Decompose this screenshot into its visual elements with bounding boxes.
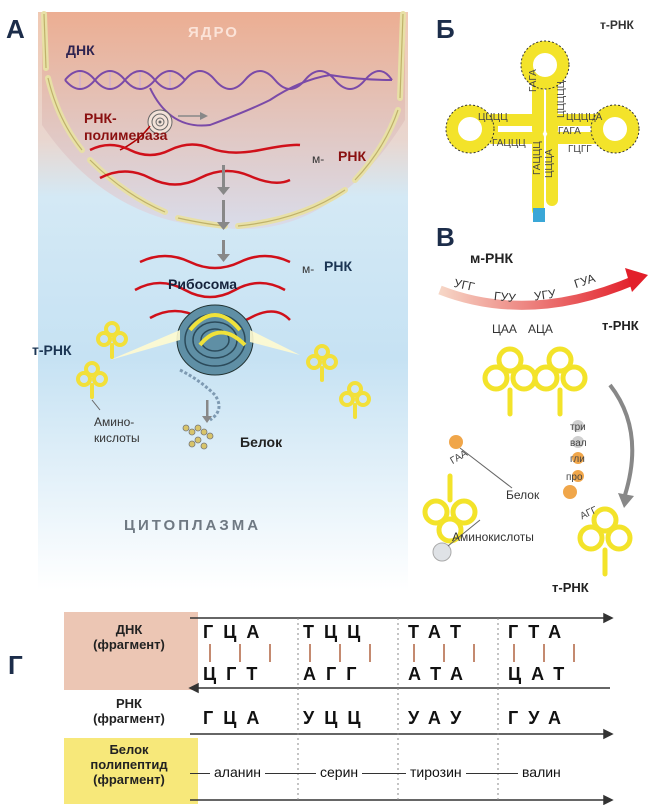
ribosome-icon <box>177 305 253 375</box>
protein-fragment-label: Белок полипептид (фрагмент) <box>68 742 190 787</box>
mrna-prefix-cytoplasm: м- <box>302 262 314 276</box>
trna-cloverleaf-diagram <box>440 40 650 230</box>
trna-code-1: ГАГА <box>528 69 539 92</box>
dna-top-triplet-1: ГЦА <box>203 622 269 643</box>
nucleus-label: ЯДРО <box>188 24 239 41</box>
aa-name-2: вал <box>570 438 587 449</box>
dna-bottom-triplet-1: ЦГТ <box>203 664 267 685</box>
panel-v-letter: В <box>436 222 455 253</box>
dna-label: ДНК <box>66 42 95 58</box>
trna-label-a: т-РНК <box>32 342 72 358</box>
trna-code-8: ГАЦЦЦ <box>532 141 543 175</box>
ribosome-label: Рибосома <box>168 276 237 292</box>
protein-label-a: Белок <box>240 434 282 450</box>
dna-bottom-triplet-3: АТА <box>408 664 473 685</box>
amino-acid-2: серин <box>316 764 362 780</box>
panel-a-letter: А <box>6 14 25 45</box>
cytoplasm-label: ЦИТОПЛАЗМА <box>124 517 261 534</box>
dna-top-triplet-2: ТЦЦ <box>303 622 370 643</box>
rna-triplet-4: ГУА <box>508 708 571 729</box>
anticodon-1: ЦАА <box>492 322 517 336</box>
dna-bottom-triplet-2: АГГ <box>303 664 366 685</box>
rna-triplet-3: УАУ <box>408 708 471 729</box>
mrna-label-nucleus: РНК <box>338 148 366 164</box>
trna-code-7: ГЦГГ <box>568 144 592 155</box>
amino-acid-bead-1 <box>449 435 463 449</box>
amino-acids-label-a: Амино- кислоты <box>94 414 140 446</box>
aa-name-3: гли <box>570 454 585 465</box>
trna-label-b: т-РНК <box>600 18 634 32</box>
mrna-prefix-nucleus: м- <box>312 152 324 166</box>
aa-name-4: про <box>566 472 583 483</box>
base-pair-ticks <box>210 644 574 662</box>
dna-top-triplet-3: ТАТ <box>408 622 471 643</box>
protein-label-v: Белок <box>506 488 539 502</box>
dna-bottom-triplet-4: ЦАТ <box>508 664 574 685</box>
rna-fragment-label: РНК (фрагмент) <box>68 696 190 726</box>
aa-name-1: три <box>570 422 586 433</box>
trna-label-v-top: т-РНК <box>602 318 639 333</box>
anticodon-2: АЦА <box>528 322 553 336</box>
curved-arrow <box>610 385 632 495</box>
trna-code-3: ЦЦЦЦ <box>478 112 508 123</box>
dna-fragment-label: ДНК (фрагмент) <box>68 622 190 652</box>
codon-3: УГУ <box>533 287 556 304</box>
mrna-label-cytoplasm: РНК <box>324 258 352 274</box>
amino-acid-1: аланин <box>210 764 265 780</box>
trna-code-6: ЦЦЦЦА <box>566 112 602 123</box>
trna-code-4: ГАЦЦЦ <box>492 138 526 149</box>
dna-top-triplet-4: ГТА <box>508 622 571 643</box>
panel-g-letter: Г <box>8 650 23 681</box>
panel-a-diagram <box>0 0 420 590</box>
codon-2: ГУУ <box>493 289 516 305</box>
amino-acid-3: тирозин <box>406 764 466 780</box>
rna-polymerase-label: РНК- полимераза <box>84 110 167 144</box>
amino-acids-label-v: Аминокислоты <box>452 530 534 544</box>
trna-label-v-bottom: т-РНК <box>552 580 589 595</box>
rna-triplet-1: ГЦА <box>203 708 269 729</box>
trna-code-9: ЦЦЦА <box>544 149 555 178</box>
amino-acid-4: валин <box>518 764 565 780</box>
trna-acceptor-end <box>533 208 545 222</box>
rna-triplet-2: УЦЦ <box>303 708 371 729</box>
trna-code-5: ГАГА <box>558 126 581 137</box>
